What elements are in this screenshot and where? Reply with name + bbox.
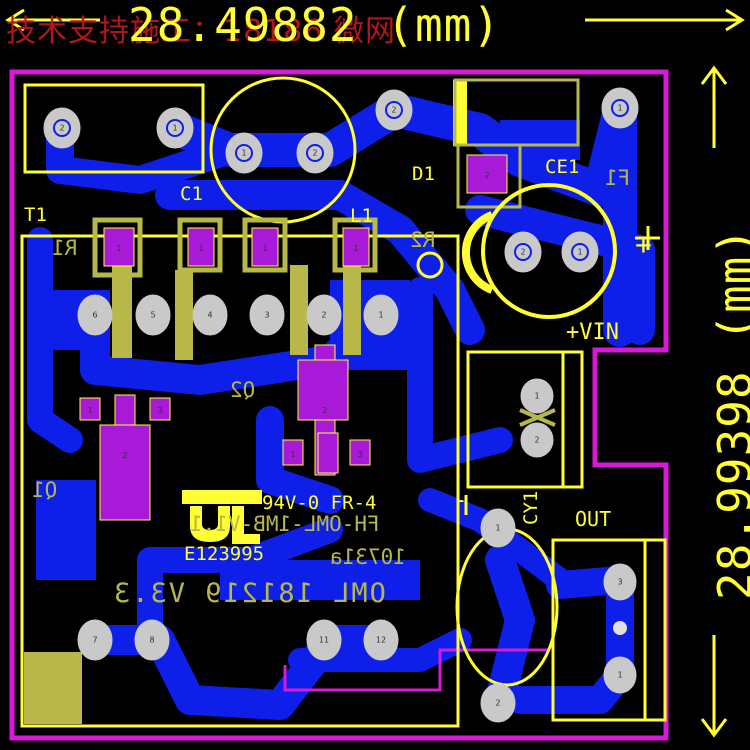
label-q1: Q1 (32, 478, 58, 502)
svg-text:3: 3 (264, 311, 269, 320)
svg-text:5: 5 (150, 311, 155, 320)
label-grade: 94V-0 FR-4 (262, 492, 377, 514)
label-r2: R2 (410, 228, 436, 252)
label-d1: D1 (412, 163, 435, 185)
label-minus: - (454, 488, 468, 513)
label-t1: T1 (24, 204, 47, 226)
pad-number: 1 (87, 406, 92, 415)
svg-text:2: 2 (59, 124, 64, 133)
svg-text:12: 12 (376, 636, 386, 645)
label-out: OUT (575, 507, 612, 531)
dimension-width: 28.49882 (mm) (128, 0, 502, 52)
svg-text:1: 1 (241, 149, 246, 158)
pad-number: 1 (116, 244, 121, 253)
svg-text:2: 2 (321, 311, 326, 320)
label-l1: L1 (350, 205, 373, 227)
label-cy1: CY1 (520, 490, 542, 525)
label-ce1-plus: + (635, 228, 652, 261)
svg-text:1: 1 (172, 124, 177, 133)
label-f1: F1 (605, 166, 631, 190)
svg-text:2: 2 (520, 248, 525, 257)
svg-text:7: 7 (92, 636, 97, 645)
pad-number: 3 (157, 406, 162, 415)
pad-number: 1 (262, 244, 267, 253)
label-ul-code: E123995 (184, 543, 265, 565)
svg-text:2: 2 (534, 436, 539, 445)
svg-text:3: 3 (617, 578, 622, 587)
svg-text:11: 11 (319, 636, 329, 645)
svg-text:1: 1 (577, 248, 582, 257)
svg-text:1: 1 (617, 104, 622, 113)
svg-text:1: 1 (378, 311, 383, 320)
smd-pads (79, 154, 508, 521)
pad-number: 1 (290, 450, 295, 459)
pad-number: 2 (484, 171, 489, 180)
label-part-number: FH-OML-1MB-V1.1 (190, 512, 380, 536)
svg-text:2: 2 (495, 699, 500, 708)
svg-text:8: 8 (149, 636, 154, 645)
label-version: OML 181219 V3.3 (112, 578, 386, 609)
svg-text:1: 1 (617, 671, 622, 680)
label-r1: R1 (52, 236, 78, 260)
label-c1: C1 (180, 183, 203, 205)
dimension-arrows (5, 8, 745, 738)
label-ce1: CE1 (545, 156, 580, 178)
label-vin: +VIN (566, 320, 619, 345)
svg-text:6: 6 (92, 311, 97, 320)
pad-number: 2 (322, 406, 327, 415)
dimension-height: 28.99398 (mm) (708, 226, 750, 600)
svg-text:2: 2 (391, 106, 396, 115)
board-outline (9, 69, 669, 741)
through-hole-pads: 2 1 1 2 2 1 2 1 6 5 4 3 2 1 7 8 11 12 1 … (43, 87, 639, 723)
ground-pad (24, 652, 82, 724)
ul-logo-icon (182, 490, 262, 544)
pad-number: 2 (122, 451, 127, 460)
svg-text:1: 1 (495, 524, 500, 533)
svg-text:1: 1 (534, 392, 539, 401)
watermark-text: 技术支持施工：18186 微网 (6, 14, 396, 49)
pad-number: 1 (198, 244, 203, 253)
pad-number: 1 (353, 244, 358, 253)
svg-text:4: 4 (207, 311, 212, 320)
label-lot: 10731a (330, 545, 406, 569)
svg-text:2: 2 (312, 149, 317, 158)
label-q2: Q2 (230, 378, 256, 402)
pad-number: 3 (357, 450, 362, 459)
